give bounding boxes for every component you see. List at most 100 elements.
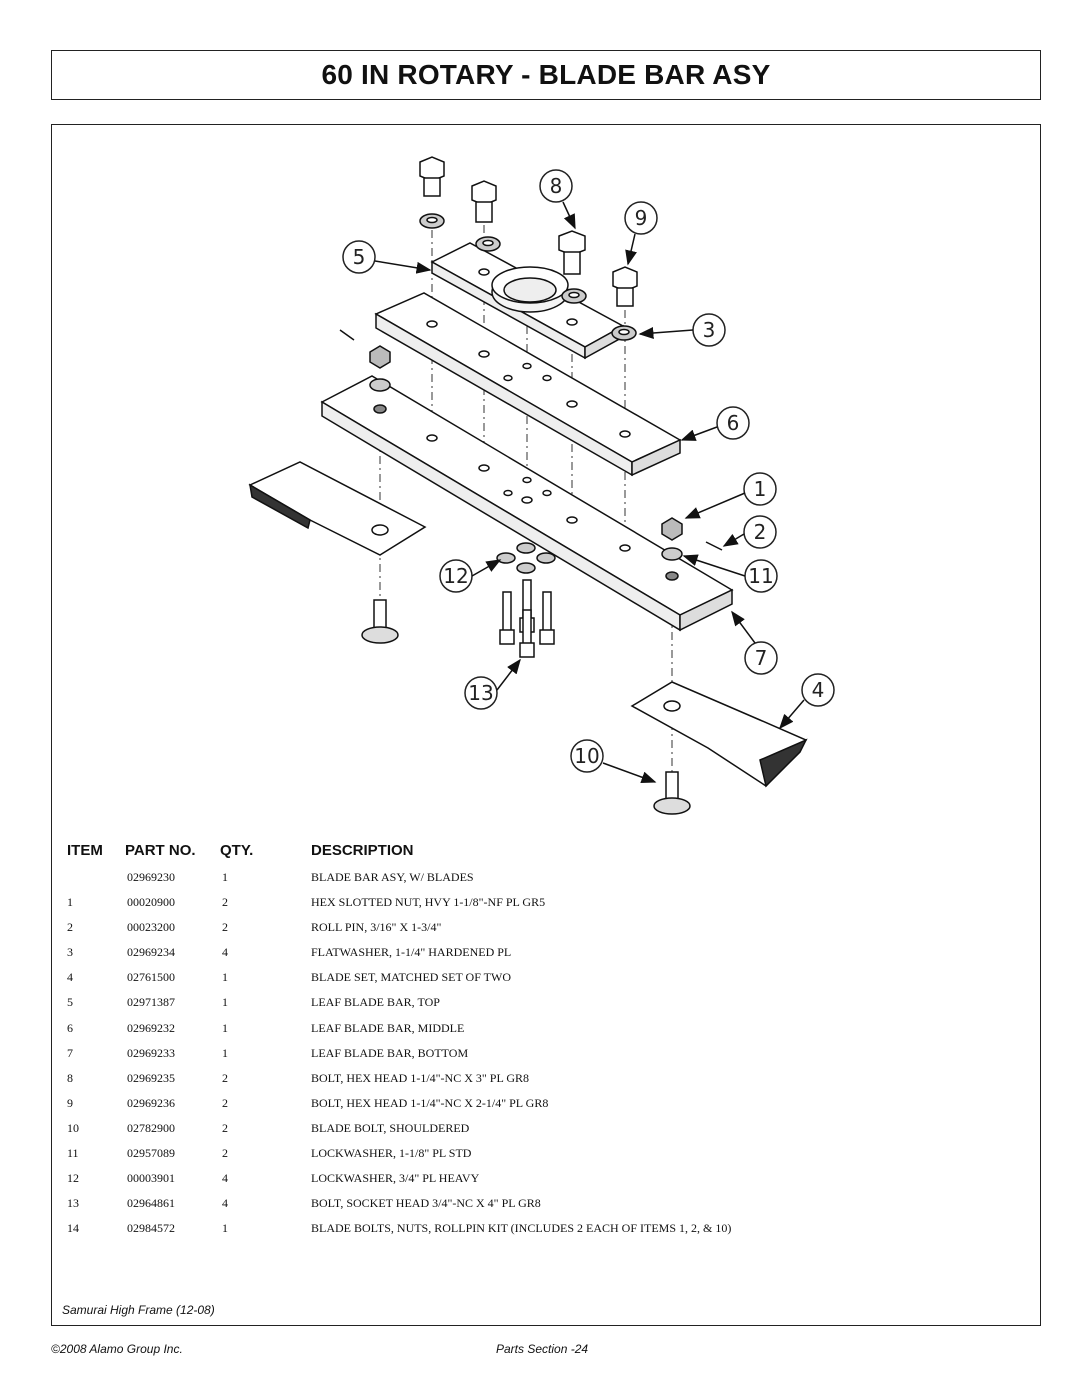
blade-bar-top: [430, 242, 625, 360]
description-cell: BLADE BOLTS, NUTS, ROLLPIN KIT (INCLUDES…: [311, 1221, 732, 1236]
qty-cell: 4: [222, 1196, 228, 1211]
callout-10: 10: [574, 744, 599, 768]
description-cell: LOCKWASHER, 1-1/8" PL STD: [311, 1146, 472, 1161]
callout-7: 7: [755, 646, 768, 670]
description-cell: BLADE SET, MATCHED SET OF TWO: [311, 970, 512, 985]
item-cell: 11: [67, 1146, 79, 1161]
item-cell: 13: [67, 1196, 79, 1211]
qty-cell: 1: [222, 1020, 228, 1035]
part-no-cell: 02782900: [127, 1120, 175, 1135]
item-cell: 6: [67, 1020, 73, 1035]
table-row: 6 02969232 1 LEAF BLADE BAR, MIDDLE: [0, 1019, 1080, 1044]
description-cell: BLADE BAR ASY, W/ BLADES: [311, 870, 474, 884]
item-cell: 9: [67, 1095, 73, 1110]
table-row: 13 02964861 4 BOLT, SOCKET HEAD 3/4"-NC …: [0, 1194, 1080, 1219]
description-cell: BOLT, HEX HEAD 1-1/4"-NC X 2-1/4" PL GR8: [311, 1095, 549, 1110]
qty-cell: 1: [222, 970, 228, 985]
title-box: 60 IN ROTARY - BLADE BAR ASY: [51, 50, 1041, 100]
description-cell: FLATWASHER, 1-1/4" HARDENED PL: [311, 945, 512, 960]
page-number: Parts Section -24: [496, 1342, 589, 1356]
table-row: 14 02984572 1 BLADE BOLTS, NUTS, ROLLPIN…: [0, 1219, 1080, 1244]
item-cell: 4: [67, 970, 73, 985]
callout-1: 1: [754, 477, 767, 501]
table-row: 02969230 1 BLADE BAR ASY, W/ BLADES: [0, 868, 1080, 893]
qty-cell: 2: [222, 1095, 228, 1110]
description-cell: LOCKWASHER, 3/4" PL HEAVY: [311, 1171, 480, 1186]
description-cell: LEAF BLADE BAR, TOP: [311, 995, 440, 1010]
table-row: 3 02969234 4 FLATWASHER, 1-1/4" HARDENED…: [0, 943, 1080, 968]
qty-cell: 1: [222, 870, 228, 884]
callout-4: 4: [812, 678, 825, 702]
table-row: 7 02969233 1 LEAF BLADE BAR, BOTTOM: [0, 1044, 1080, 1069]
item-cell: 1: [67, 895, 73, 910]
item-cell: 3: [67, 945, 73, 960]
part-no-cell: 02969234: [127, 945, 175, 960]
socket-head-bolts: [499, 579, 555, 658]
callout-9: 9: [635, 206, 648, 230]
description-cell: HEX SLOTTED NUT, HVY 1-1/8"-NF PL GR5: [311, 895, 546, 910]
item-cell: 12: [67, 1171, 79, 1186]
part-no-cell: 02969233: [127, 1045, 175, 1060]
callout-6: 6: [727, 411, 740, 435]
qty-cell: 1: [222, 1221, 228, 1236]
item-cell: 5: [67, 995, 73, 1010]
header-item: ITEM: [67, 842, 103, 859]
qty-cell: 1: [222, 995, 228, 1010]
header-qty: QTY.: [220, 842, 254, 859]
description-cell: ROLL PIN, 3/16" X 1-3/4": [311, 920, 442, 935]
qty-cell: 2: [222, 1070, 228, 1085]
part-no-cell: 02969232: [127, 1020, 175, 1035]
callout-8: 8: [550, 174, 563, 198]
callout-12: 12: [443, 564, 468, 588]
qty-cell: 2: [222, 895, 228, 910]
qty-cell: 1: [222, 1045, 228, 1060]
table-row: 4 02761500 1 BLADE SET, MATCHED SET OF T…: [0, 968, 1080, 993]
hex-bolts: [419, 156, 638, 307]
part-no-cell: 00020900: [127, 895, 175, 910]
washers: [369, 213, 683, 581]
qty-cell: 2: [222, 1146, 228, 1161]
part-no-cell: 00023200: [127, 920, 175, 935]
main-frame: [51, 124, 1041, 1326]
table-row: 12 00003901 4 LOCKWASHER, 3/4" PL HEAVY: [0, 1169, 1080, 1194]
table-row: 11 02957089 2 LOCKWASHER, 1-1/8" PL STD: [0, 1144, 1080, 1169]
description-cell: BLADE BOLT, SHOULDERED: [311, 1120, 470, 1135]
item-cell: 8: [67, 1070, 73, 1085]
callout-3: 3: [703, 318, 716, 342]
blades: [248, 461, 808, 788]
part-no-cell: 02984572: [127, 1221, 175, 1236]
table-row: 8 02969235 2 BOLT, HEX HEAD 1-1/4"-NC X …: [0, 1069, 1080, 1094]
part-no-cell: 02969235: [127, 1070, 175, 1085]
callout-13: 13: [468, 681, 493, 705]
table-row: 2 00023200 2 ROLL PIN, 3/16" X 1-3/4": [0, 918, 1080, 943]
qty-cell: 4: [222, 1171, 228, 1186]
footer-note: Samurai High Frame (12-08): [62, 1303, 215, 1317]
part-no-cell: 02761500: [127, 970, 175, 985]
item-cell: 7: [67, 1045, 73, 1060]
callout-2: 2: [754, 520, 767, 544]
parts-table-header: ITEM PART NO. QTY. DESCRIPTION: [0, 842, 1080, 864]
description-cell: BOLT, SOCKET HEAD 3/4"-NC X 4" PL GR8: [311, 1196, 541, 1211]
description-cell: LEAF BLADE BAR, MIDDLE: [311, 1020, 465, 1035]
part-no-cell: 02971387: [127, 995, 175, 1010]
callouts: [342, 169, 835, 773]
table-row: 1 00020900 2 HEX SLOTTED NUT, HVY 1-1/8"…: [0, 893, 1080, 918]
part-no-cell: 02957089: [127, 1146, 175, 1161]
callout-11: 11: [748, 564, 773, 588]
part-no-cell: 02969230: [127, 870, 175, 884]
page-title: 60 IN ROTARY - BLADE BAR ASY: [321, 59, 771, 90]
qty-cell: 4: [222, 945, 228, 960]
header-description: DESCRIPTION: [311, 842, 414, 859]
blade-bar-middle: [374, 292, 682, 477]
table-row: 9 02969236 2 BOLT, HEX HEAD 1-1/4"-NC X …: [0, 1094, 1080, 1119]
table-row: 10 02782900 2 BLADE BOLT, SHOULDERED: [0, 1119, 1080, 1144]
blade-bolts: [361, 599, 691, 815]
slotted-nuts: [339, 329, 723, 551]
parts-table: 02969230 1 BLADE BAR ASY, W/ BLADES 1 00…: [0, 868, 1080, 1244]
item-cell: 2: [67, 920, 73, 935]
header-part-no: PART NO.: [125, 842, 196, 859]
qty-cell: 2: [222, 920, 228, 935]
copyright: ©2008 Alamo Group Inc.: [51, 1342, 183, 1356]
part-no-cell: 02964861: [127, 1196, 175, 1211]
description-cell: LEAF BLADE BAR, BOTTOM: [311, 1045, 469, 1060]
